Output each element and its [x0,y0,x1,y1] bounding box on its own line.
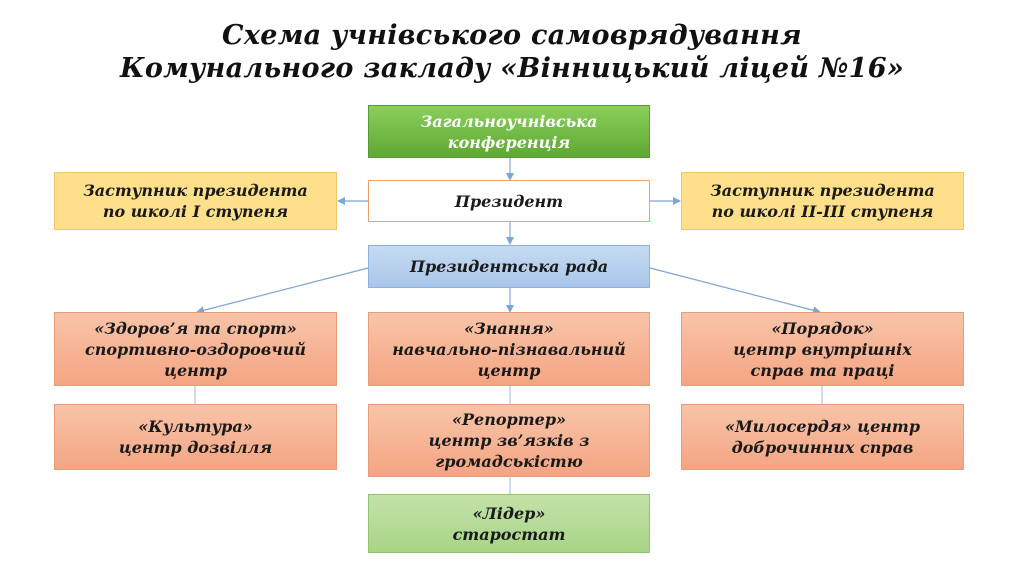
node-culture: «Культура» центр дозвілля [54,404,337,470]
diagram-title-line-2: Комунального закладу «Вінницький ліцей №… [120,53,904,84]
node-culture-line-2: центр дозвілля [118,438,273,457]
node-deputy-right: Заступник президента по школі ІІ-ІІІ сту… [681,172,964,230]
node-council: Президентська рада [368,245,650,288]
node-mercy-line-1: «Милосердя» центр [724,417,921,436]
node-reporter-line-1: «Репортер» [452,410,566,429]
node-health-line-2: спортивно-оздоровчий [84,339,307,359]
arrow-council-to-health [196,267,369,315]
node-reporter-line-2: центр зв’язків з [428,431,590,450]
node-council-line-1: Президентська рада [409,257,609,276]
diagram-title-line-1: Схема учнівського самоврядування [222,20,802,51]
node-health: «Здоров’я та спорт» спортивно-оздоровчий… [54,312,337,386]
node-health-line-3: центр [164,360,227,380]
node-reporter: «Репортер» центр зв’язків з громадськіст… [368,404,650,477]
node-order-line-2: центр внутрішніх [733,339,912,359]
node-deputy-left-line-2: по школі І ступеня [102,202,289,221]
arrow-council-to-order [649,267,821,315]
node-deputy-right-line-2: по школі ІІ-ІІІ ступеня [711,202,934,221]
node-leader-line-1: «Лідер» [472,503,546,523]
node-knowledge-line-3: центр [477,360,541,380]
node-mercy: «Милосердя» центр доброчинних справ [681,404,964,470]
node-knowledge-line-1: «Знання» [464,318,554,338]
node-conference-line-1: Загальноучнівська [420,111,598,131]
node-president: Президент [368,180,650,222]
node-leader-line-2: старостат [452,524,566,544]
node-order: «Порядок» центр внутрішніх справ та прац… [681,312,964,386]
node-president-line-1: Президент [454,191,564,211]
node-health-line-1: «Здоров’я та спорт» [94,318,297,338]
node-culture-line-1: «Культура» [138,417,253,436]
node-order-line-1: «Порядок» [771,318,874,338]
node-conference-line-2: конференція [447,132,571,152]
node-deputy-left-line-1: Заступник президента [83,181,308,200]
node-knowledge: «Знання» навчально-пізнавальний центр [368,312,650,386]
node-order-line-3: справ та праці [750,360,895,380]
node-deputy-right-line-1: Заступник президента [710,181,935,200]
node-mercy-line-2: доброчинних справ [731,438,914,457]
node-conference: Загальноучнівська конференція [368,105,650,158]
node-knowledge-line-2: навчально-пізнавальний [392,339,626,359]
node-reporter-line-3: громадськістю [435,452,583,471]
node-leader: «Лідер» старостат [368,494,650,553]
node-deputy-left: Заступник президента по школі І ступеня [54,172,337,230]
